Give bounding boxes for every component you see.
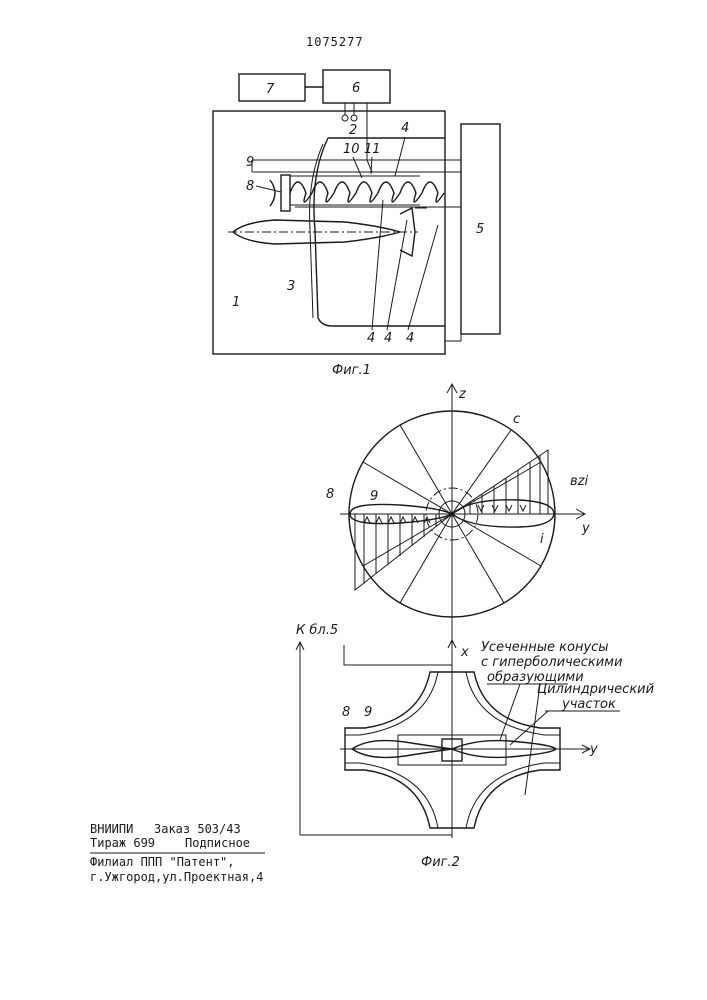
pressure-arrows-left (355, 514, 452, 590)
label-4-b: 4 (384, 331, 392, 346)
label-y-circle: y (581, 521, 590, 536)
label-4-top: 4 (401, 121, 409, 136)
label-6: 6 (352, 81, 360, 96)
leader-4-top (395, 137, 405, 176)
label-4-a: 4 (367, 331, 375, 346)
annotation-cones-1: Усеченные конусы (481, 640, 609, 655)
imprint-block: ВНИИПИ Заказ 503/43 Тираж 699 Подписное … (90, 822, 265, 884)
patent-number: 1075277 (306, 35, 364, 49)
label-y-fig2: y (589, 742, 598, 757)
figure-1: 7 6 2 1 5 3 9 8 (213, 70, 500, 378)
leader-4-a (372, 200, 383, 330)
imprint-address: г.Ужгород,ул.Проектная,4 (90, 870, 263, 884)
label-9-fig2: 9 (364, 705, 372, 720)
leader-cones-b (525, 684, 540, 795)
helical-coil (290, 182, 444, 202)
label-to-block-5: К бл.5 (296, 623, 338, 638)
label-3: 3 (287, 279, 295, 294)
leader-4-b (387, 220, 407, 330)
imprint-run: Тираж 699 (90, 836, 155, 850)
imprint-branch: Филиал ППП "Патент", (90, 855, 235, 869)
label-9: 9 (246, 155, 254, 170)
annotation-cones-2: с гиперболическими (481, 655, 622, 670)
figure-2: К бл.5 x y 8 9 Усеченные конусы с гиперб… (296, 623, 654, 870)
element-9 (281, 175, 290, 211)
annotation-cyl-2: участок (561, 697, 616, 712)
label-1: 1 (232, 295, 240, 310)
label-7: 7 (266, 82, 275, 97)
label-bzi: вzi (570, 474, 588, 489)
figure-2-caption: Фиг.2 (421, 855, 460, 870)
label-2: 2 (349, 123, 357, 138)
leader-8 (256, 186, 281, 192)
label-8-circle: 8 (326, 487, 334, 502)
label-9-circle: 9 (370, 489, 378, 504)
imprint-subscription: Подписное (185, 836, 250, 850)
label-i: i (540, 532, 544, 547)
label-8: 8 (246, 179, 254, 194)
imprint-org: ВНИИПИ (90, 822, 133, 836)
label-z: z (458, 387, 467, 402)
leader-cones-a (500, 684, 520, 740)
label-5: 5 (476, 222, 484, 237)
label-c: c (513, 412, 520, 427)
pressure-arrows-right (452, 450, 548, 514)
leader-4-c (408, 225, 438, 330)
label-10: 10 (343, 142, 360, 157)
label-4-c: 4 (406, 331, 414, 346)
vessel-3-inner (310, 144, 323, 318)
label-8-fig2: 8 (342, 705, 350, 720)
terminal-a (342, 115, 348, 121)
figure-pressure-distribution: z y c вzi i 8 9 (326, 384, 590, 640)
lead-5-a (445, 334, 461, 341)
annotation-cyl-1: Цилиндрический (537, 682, 654, 697)
figure-1-caption: Фиг.1 (332, 363, 371, 378)
lead-top-stub (344, 645, 452, 665)
imprint-order: Заказ 503/43 (154, 822, 241, 836)
terminal-b (351, 115, 357, 121)
element-8 (270, 180, 275, 206)
label-x: x (460, 645, 469, 660)
label-11: 11 (364, 142, 381, 157)
